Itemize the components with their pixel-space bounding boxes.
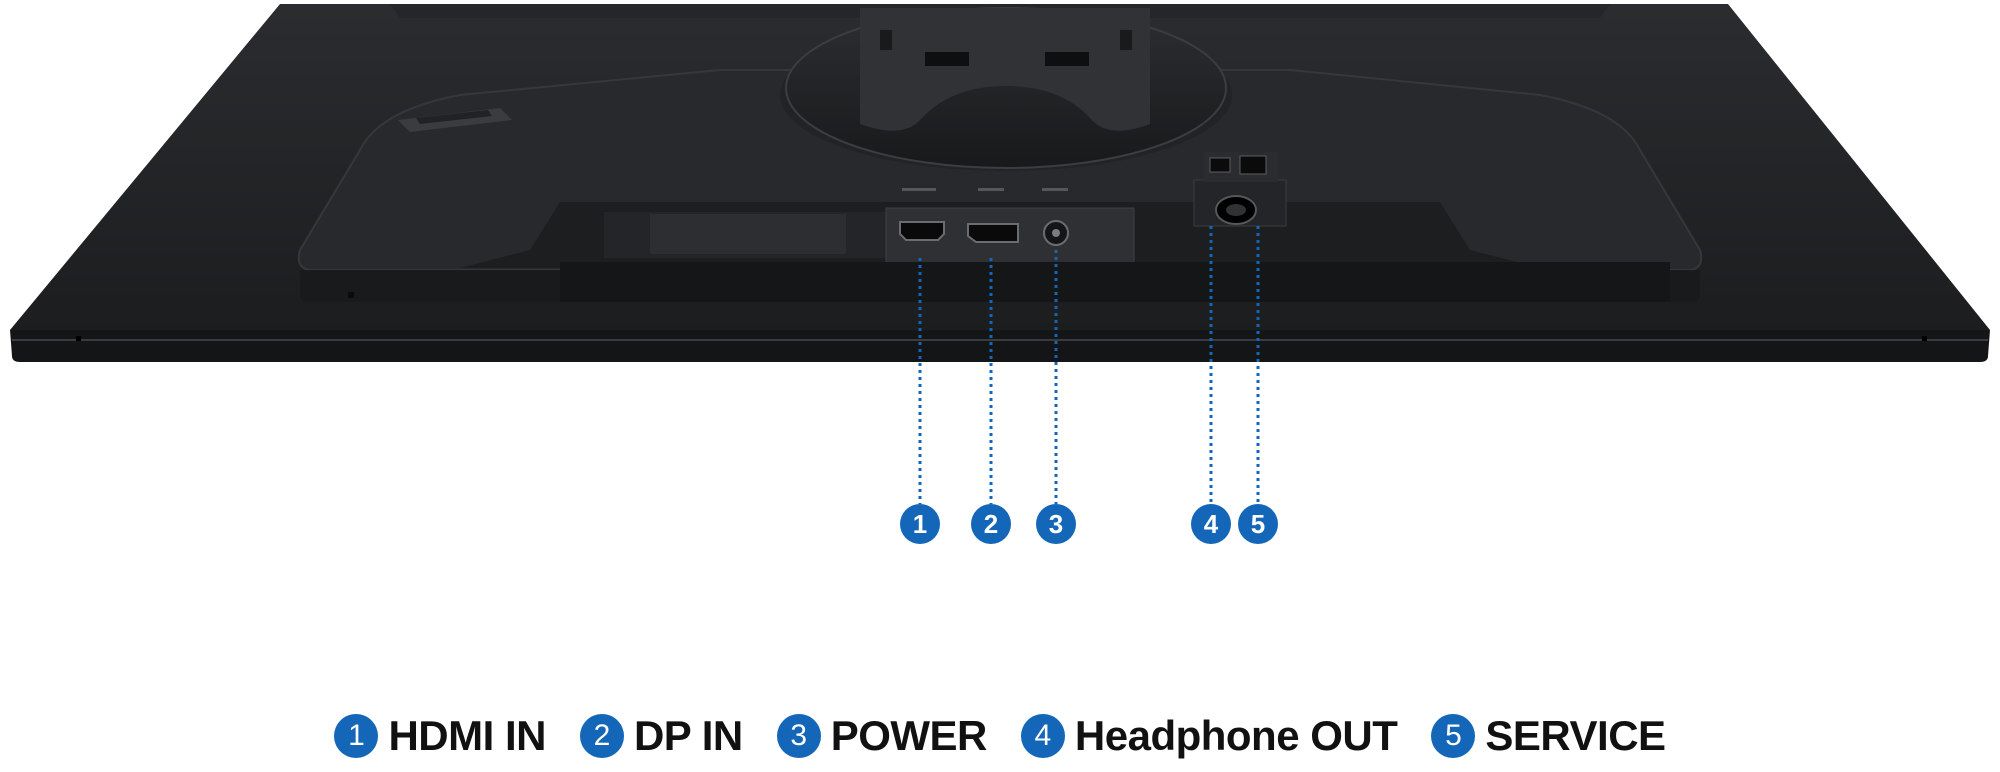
headphone-port [1209,157,1231,173]
legend-label: HDMI IN [388,712,546,759]
callout-number-2: 2 [984,509,998,539]
displayport-port [967,223,1019,243]
stand-mount [780,7,1232,171]
callout-badge-2 [971,504,1011,544]
callout-badge-5 [1238,504,1278,544]
legend-number-badge: 1 [334,714,379,758]
legend-label: DP IN [633,712,743,759]
callout-badge-4 [1191,504,1231,544]
legend-label: POWER [830,712,988,759]
callout-number-4: 4 [1204,509,1219,539]
hdmi-port [899,221,945,241]
callouts: 1 2 3 4 5 [900,226,1278,544]
side-port-block [1193,152,1287,227]
callout-number-1: 1 [913,509,927,539]
callout-number-5: 5 [1251,509,1265,539]
callout-badge-1 [900,504,940,544]
callout-number-3: 3 [1049,509,1063,539]
legend-label: Headphone OUT [1074,712,1398,759]
brand-logo-badge [398,108,512,132]
port-panel [460,188,1670,302]
legend-number-badge: 4 [1020,714,1065,758]
legend-label: SERVICE [1485,712,1666,759]
legend-number-badge: 2 [579,714,624,758]
service-port [1239,155,1267,175]
callout-badge-3 [1036,504,1076,544]
legend-number-badge: 5 [1431,714,1476,758]
legend-number-badge: 3 [776,714,821,758]
power-port [1043,220,1069,246]
